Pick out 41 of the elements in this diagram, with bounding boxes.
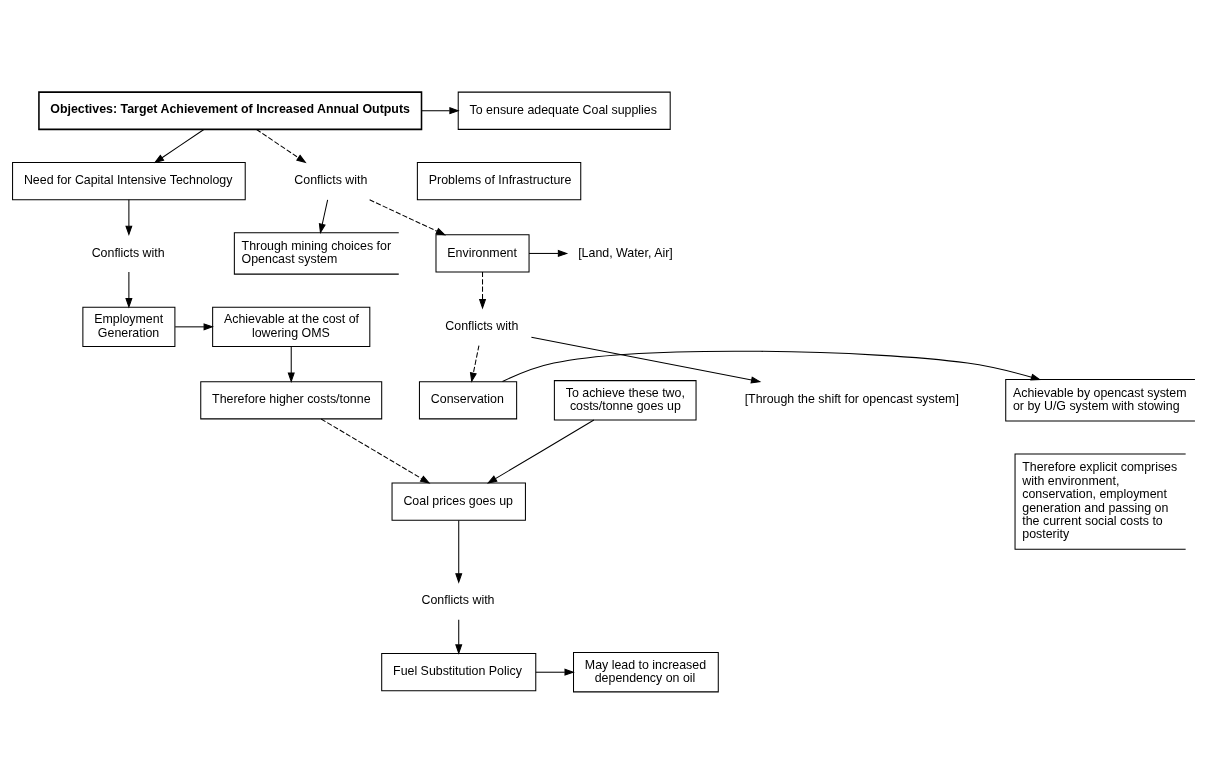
arrow bbox=[530, 336, 762, 383]
node-box: Environment bbox=[435, 233, 530, 273]
arrow bbox=[369, 198, 447, 235]
node-text: Conflicts with bbox=[294, 172, 368, 187]
node-text: Achievable by opencast system or by U/G system with stowing bbox=[1012, 385, 1187, 413]
arrow bbox=[320, 418, 431, 484]
arrow bbox=[153, 128, 205, 163]
arrow bbox=[486, 418, 595, 484]
node-text: Conflicts with bbox=[445, 318, 519, 333]
arrow bbox=[535, 668, 575, 676]
node-box: Employment Generation bbox=[82, 306, 176, 347]
node-box: May lead to increased dependency on oil bbox=[573, 651, 719, 692]
arrow bbox=[528, 249, 569, 257]
node-box: Need for Capital Intensive Technology bbox=[12, 161, 246, 200]
node-text: Conflicts with bbox=[421, 592, 495, 607]
node-box: Problems of Infrastructure bbox=[416, 161, 582, 200]
node-text: Therefore explicit comprises with environment, conservation, employment generation and passing on the current social costs to posterity bbox=[1022, 459, 1178, 541]
node-text: Conflicts with bbox=[91, 245, 165, 260]
node-box: Coal prices goes up bbox=[391, 481, 526, 521]
arrow bbox=[318, 198, 329, 234]
arrow bbox=[421, 106, 460, 114]
node-box: Therefore higher costs/tonne bbox=[200, 380, 383, 419]
arrow bbox=[256, 128, 307, 163]
node-box: To ensure adequate Coal supplies bbox=[457, 91, 671, 130]
arrow bbox=[125, 198, 133, 236]
arrow bbox=[469, 344, 480, 383]
arrow bbox=[455, 618, 463, 655]
node-text: [Land, Water, Air] bbox=[578, 245, 673, 260]
node-box: To achieve these two, costs/tonne goes up bbox=[553, 379, 697, 420]
node-text: [Through the shift for opencast system] bbox=[744, 391, 959, 406]
arrow bbox=[501, 350, 1042, 382]
arrow bbox=[478, 271, 487, 309]
arrow bbox=[125, 271, 133, 308]
node-box: Fuel Substitution Policy bbox=[381, 652, 537, 691]
arrow bbox=[287, 345, 295, 383]
node-box: Objectives: Target Achievement of Increased Annual Outputs bbox=[38, 90, 423, 130]
node-text: Through mining choices for Opencast system bbox=[241, 238, 392, 266]
node-box: Achievable at the cost of lowering OMS bbox=[212, 306, 371, 347]
node-box: Conservation bbox=[418, 380, 518, 419]
arrow bbox=[455, 519, 463, 584]
arrow bbox=[174, 322, 214, 330]
